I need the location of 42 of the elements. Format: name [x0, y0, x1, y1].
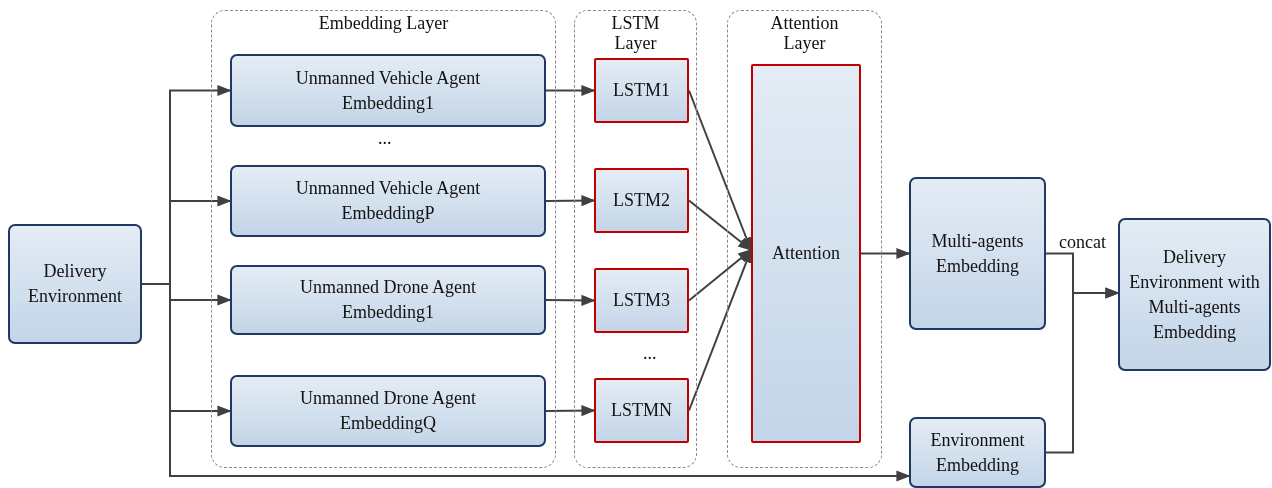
arrow [545, 84, 596, 97]
node-label: Attention [771, 242, 841, 265]
layer-heading: LSTM Layer [610, 13, 661, 53]
node-label: Delivery Environment with Multi-agents Embedding [1128, 245, 1261, 344]
node-label: LSTM3 [612, 289, 671, 312]
arrow [688, 199, 753, 251]
layer-group [727, 10, 882, 468]
lstm-box [594, 168, 689, 233]
lstm-box [594, 268, 689, 333]
process-box [1118, 218, 1271, 371]
process-box [909, 177, 1046, 330]
layer-group [574, 10, 697, 468]
layer-heading: Embedding Layer [317, 13, 450, 33]
arrow [688, 249, 753, 302]
layer-group [211, 10, 556, 468]
attention-box [751, 64, 861, 443]
lstm-box [594, 58, 689, 123]
process-box [230, 265, 546, 335]
arrow [1045, 287, 1120, 454]
node-label: Unmanned Drone Agent Embedding1 [299, 276, 477, 324]
node-label: Environment Embedding [929, 428, 1026, 477]
node-label: Multi-agents Embedding [930, 229, 1025, 278]
ellipsis-label: ... [378, 128, 392, 149]
node-label: Unmanned Vehicle Agent Embedding1 [294, 66, 482, 115]
lstm-box [594, 378, 689, 443]
node-label: Delivery Environment [27, 260, 123, 308]
layer-heading: Attention Layer [769, 13, 840, 53]
node-label: LSTM2 [612, 189, 671, 212]
process-box [8, 224, 142, 344]
arrow [545, 294, 596, 306]
process-box [909, 417, 1046, 488]
node-label: Unmanned Drone Agent EmbeddingQ [299, 387, 477, 435]
process-box [230, 165, 546, 237]
node-label: Unmanned Vehicle Agent EmbeddingP [294, 177, 482, 225]
process-box [230, 54, 546, 127]
arrow [860, 247, 911, 260]
arrow [545, 195, 596, 207]
arrow [545, 405, 596, 417]
ellipsis-label: ... [643, 343, 657, 364]
node-label: LSTMN [610, 399, 673, 422]
process-box [230, 375, 546, 447]
node-label: LSTM1 [612, 79, 671, 102]
